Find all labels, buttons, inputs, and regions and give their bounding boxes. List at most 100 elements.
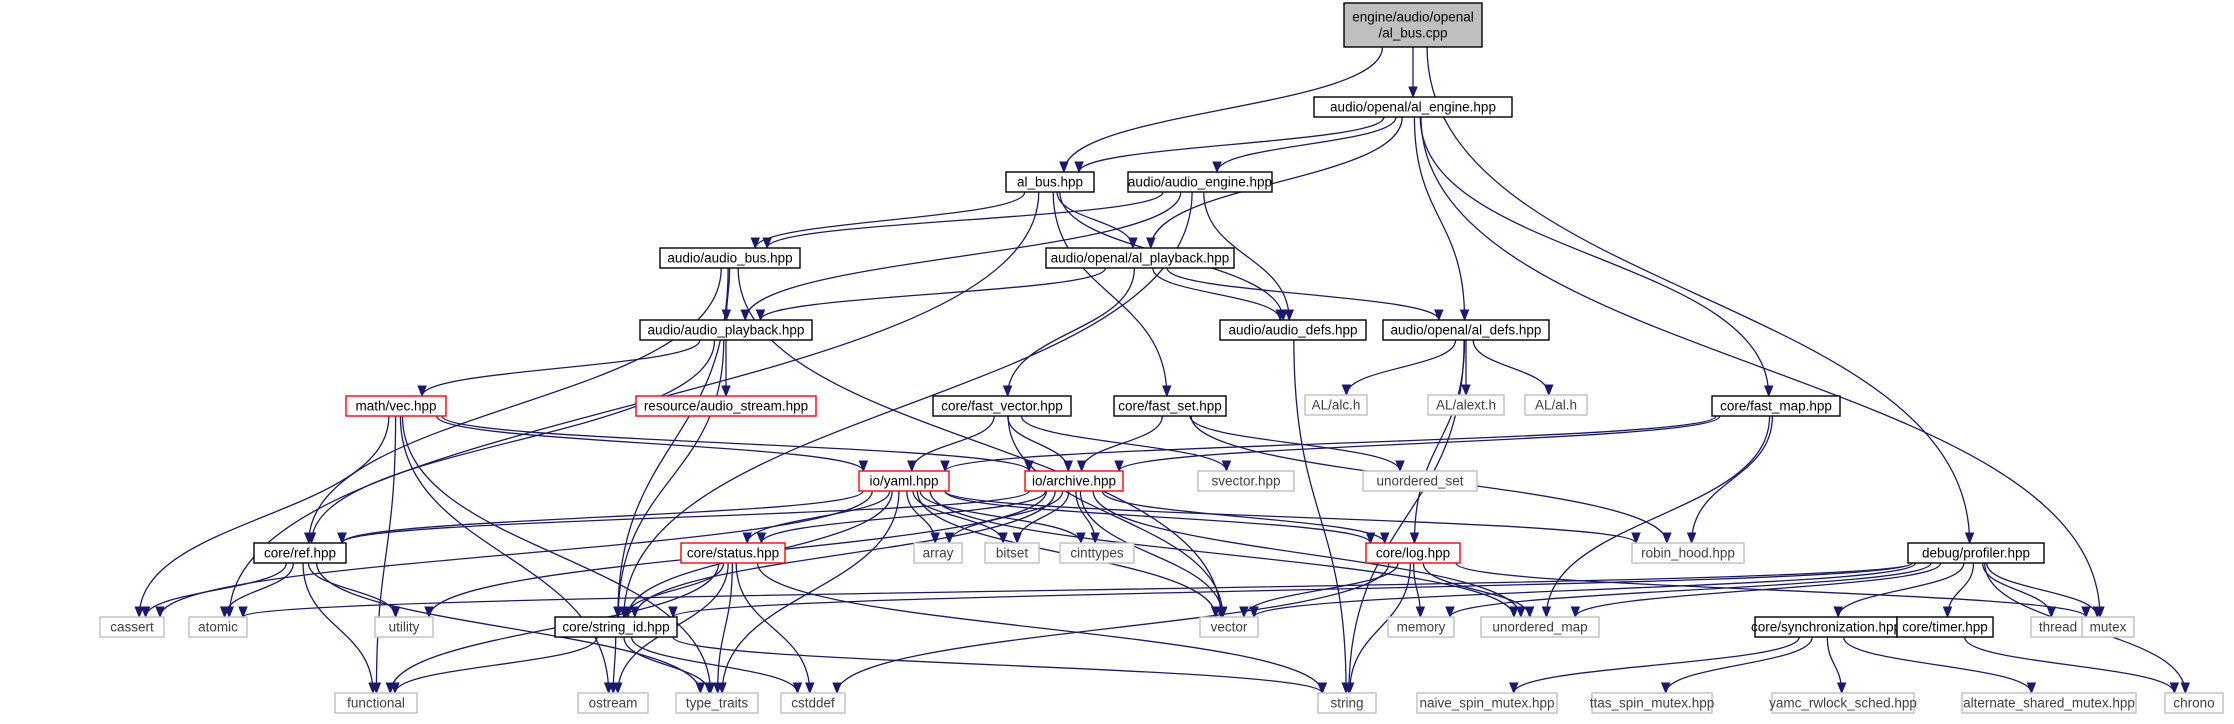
node-al-defs[interactable]: audio/openal/al_defs.hpp — [1382, 319, 1550, 341]
edge-arrowhead — [1059, 161, 1069, 174]
node-audio-engine[interactable]: audio/audio_engine.hpp — [1127, 171, 1273, 193]
node-label: vector — [1211, 620, 1248, 635]
edge-al_engine-to-audio_engine — [1212, 116, 1397, 174]
edge-line — [1420, 116, 2101, 618]
node-archive[interactable]: io/archive.hpp — [1024, 470, 1124, 492]
edge-fast_map-to-archive — [1114, 415, 1721, 473]
edge-arrowhead — [1660, 682, 1671, 695]
edge-arrowhead — [2169, 682, 2180, 695]
node-label: cassert — [110, 620, 154, 635]
node-sync[interactable]: core/synchronization.hpp — [1751, 616, 1901, 638]
edge-arrowhead — [1063, 460, 1073, 473]
edge-arrowhead — [1833, 606, 1843, 619]
edge-arrowhead — [1570, 606, 1581, 619]
node-box — [984, 542, 1040, 564]
edge-line — [944, 415, 1717, 472]
node-fast-vector[interactable]: core/fast_vector.hpp — [932, 395, 1072, 417]
node-box — [1480, 616, 1600, 638]
edge-line — [617, 339, 725, 618]
edge-line — [1513, 636, 1800, 694]
edge-line — [1345, 339, 1457, 396]
node-audio-bus[interactable]: audio/audio_bus.hpp — [659, 247, 801, 269]
edge-yaml-to-bitset — [912, 490, 1008, 545]
node-box — [1362, 470, 1478, 492]
edge-line — [746, 490, 891, 544]
edge-al_playback-to-audio_playback — [755, 267, 1107, 322]
edge-arrowhead — [1516, 606, 1526, 619]
edge-string_id-to-ostream — [608, 636, 618, 695]
edge-root-to-al_engine — [1408, 47, 1418, 99]
node-yaml[interactable]: io/yaml.hpp — [858, 470, 950, 492]
edge-arrowhead — [1459, 309, 1470, 322]
edge-arrowhead — [998, 532, 1008, 545]
node-al-bus[interactable]: al_bus.hpp — [1005, 171, 1095, 193]
edge-profiler-to-memory — [1445, 562, 1932, 619]
node-box — [1907, 542, 2045, 564]
edge-arrowhead — [1365, 532, 1376, 545]
node-ttas-spin: ttas_spin_mutex.hpp — [1590, 692, 1715, 714]
node-audio-playback[interactable]: audio/audio_playback.hpp — [639, 319, 813, 341]
node-al-playback[interactable]: audio/openal/al_playback.hpp — [1045, 247, 1235, 269]
edge-line — [1413, 116, 1466, 321]
edge-arrowhead — [306, 532, 317, 545]
node-box — [1024, 470, 1124, 492]
node-layer: engine/audio/openal/al_bus.cpp audio/open… — [99, 2, 2224, 714]
node-math-vec[interactable]: math/vec.hpp — [345, 395, 447, 417]
edge-al_engine-to-al_defs — [1413, 116, 1470, 322]
node-utility: utility — [374, 616, 434, 638]
node-fast-set[interactable]: core/fast_set.hpp — [1113, 395, 1227, 417]
edge-yaml-to-core_ref — [337, 490, 864, 545]
node-alt-shared: alternate_shared_mutex.hpp — [1961, 692, 2137, 714]
edge-line — [630, 636, 799, 694]
edge-archive-to-core_log — [1101, 490, 1390, 545]
edge-al_defs-to-alext — [1461, 339, 1471, 397]
edge-arrowhead — [2046, 606, 2057, 619]
node-fast-map[interactable]: core/fast_map.hpp — [1711, 395, 1841, 417]
edge-arrowhead — [1012, 532, 1022, 545]
node-core-ref[interactable]: core/ref.hpp — [253, 542, 347, 564]
node-label: ostream — [589, 696, 638, 711]
node-box — [1591, 692, 1713, 714]
node-audio-stream[interactable]: resource/audio_stream.hpp — [635, 395, 817, 417]
node-audio-defs[interactable]: audio/audio_defs.hpp — [1219, 319, 1367, 341]
node-label: core/synchronization.hpp — [1751, 620, 1901, 635]
node-root[interactable]: engine/audio/openal/al_bus.cpp — [1343, 2, 1483, 48]
node-thread: thread — [2030, 616, 2086, 638]
edge-al_defs-to-string — [1344, 339, 1465, 695]
edge-archive-to-core_status — [756, 490, 1047, 545]
edge-line — [906, 490, 936, 544]
edge-arrowhead — [1964, 532, 1975, 545]
node-al-engine[interactable]: audio/openal/al_engine.hpp — [1313, 96, 1513, 118]
edge-line — [1472, 339, 1550, 396]
node-core-log[interactable]: core/log.hpp — [1365, 542, 1461, 564]
node-box — [639, 319, 813, 341]
edge-line — [1079, 490, 1224, 618]
node-box — [1711, 395, 1841, 417]
node-label: AL/alext.h — [1436, 398, 1496, 413]
edge-arrowhead — [695, 682, 706, 695]
edge-arrowhead — [721, 385, 731, 398]
node-box — [2164, 692, 2224, 714]
edge-core_log-to-cstddef — [832, 562, 1390, 695]
edge-line — [1118, 415, 1721, 472]
node-label: thread — [2039, 620, 2077, 635]
node-label: io/yaml.hpp — [869, 474, 938, 489]
edge-line — [1253, 562, 1917, 618]
node-profiler[interactable]: debug/profiler.hpp — [1907, 542, 2045, 564]
edge-line — [623, 191, 1193, 618]
node-timer[interactable]: core/timer.hpp — [1896, 616, 1994, 638]
node-core-status[interactable]: core/status.hpp — [680, 542, 786, 564]
edge-arrowhead — [1942, 606, 1953, 619]
node-robin-hood: robin_hood.hpp — [1631, 542, 1745, 564]
node-svector: svector.hpp — [1197, 470, 1295, 492]
node-label: /al_bus.cpp — [1378, 26, 1447, 41]
edge-arrowhead — [1509, 606, 1519, 619]
edge-line — [735, 562, 811, 694]
edge-arrowhead — [1434, 309, 1444, 322]
node-label: mutex — [2090, 620, 2127, 635]
edge-arrowhead — [1686, 532, 1697, 545]
node-string-id[interactable]: core/string_id.hpp — [554, 616, 678, 638]
edge-fast_vector-to-yaml — [907, 415, 995, 473]
node-label: ttas_spin_mutex.hpp — [1590, 696, 1715, 711]
edge-arrowhead — [2180, 682, 2191, 695]
